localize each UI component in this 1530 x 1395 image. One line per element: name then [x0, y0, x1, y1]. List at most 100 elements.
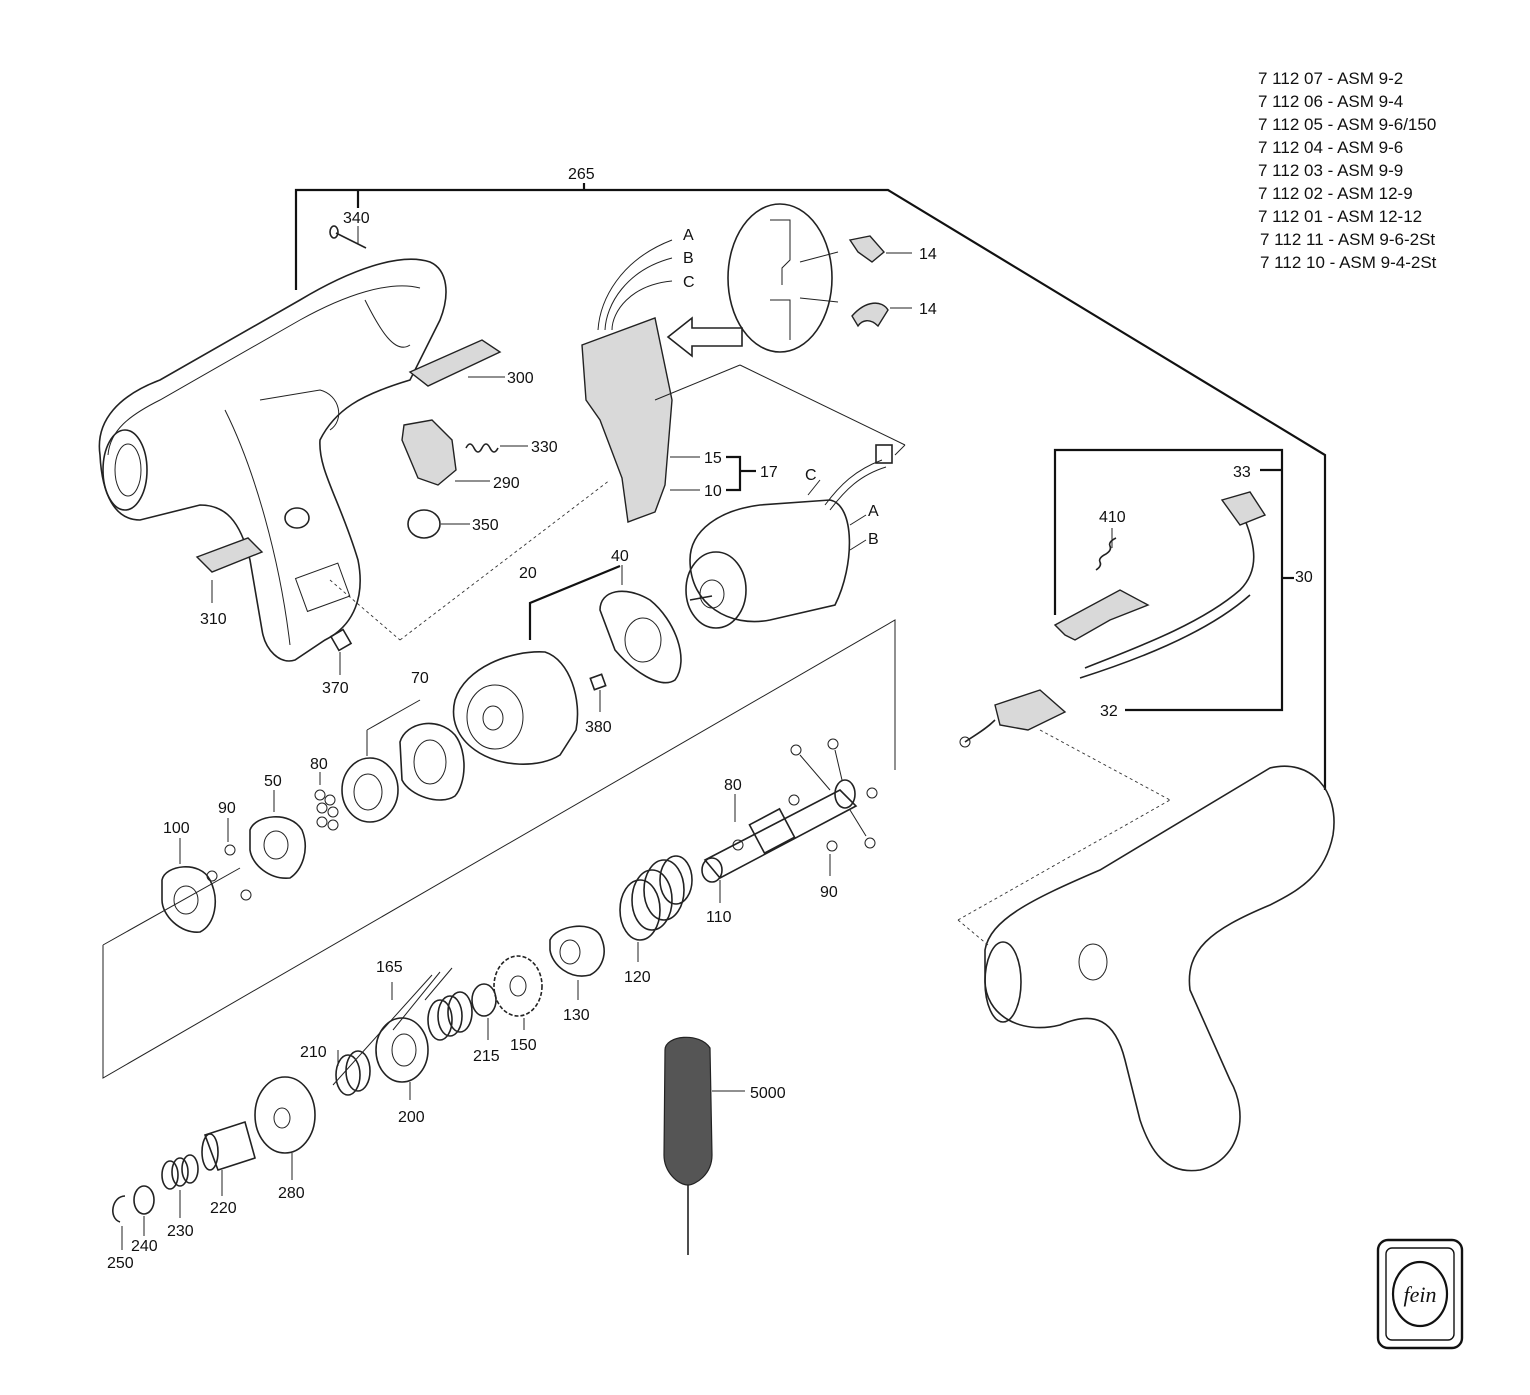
- part-350-oring: [407, 509, 470, 539]
- model-entry: 7 112 03 - ASM 9-9: [1258, 161, 1403, 180]
- bracket-265: [294, 183, 1327, 790]
- part-210-spring: [335, 1050, 371, 1096]
- part-250-clip: [112, 1195, 126, 1250]
- callout: 240: [131, 1238, 158, 1255]
- callout: 300: [507, 370, 534, 387]
- callout: 33: [1233, 464, 1251, 481]
- callout: 30: [1295, 569, 1313, 586]
- callout: 10: [704, 483, 722, 500]
- part-130-cam: [549, 925, 605, 1000]
- callout: 200: [398, 1109, 425, 1126]
- callout: C: [683, 274, 695, 291]
- part-280-washer: [254, 1076, 316, 1180]
- callout: A: [683, 227, 694, 244]
- callout: B: [683, 250, 694, 267]
- part-14-contact-upper: [848, 235, 912, 263]
- part-50-carrier: [249, 790, 306, 879]
- part-220-sleeve: [201, 1120, 256, 1196]
- part-110-spindle: [701, 738, 878, 903]
- fein-logo: fein: [1376, 1238, 1464, 1350]
- part-5000-screwdriver: [663, 1036, 745, 1255]
- part-150-gear: [493, 955, 543, 1030]
- callout: A: [868, 503, 879, 520]
- callout: 110: [706, 909, 732, 926]
- part-40-flange: [599, 565, 682, 684]
- model-entry: 7 112 10 - ASM 9-4-2St: [1260, 253, 1437, 272]
- callout: 100: [163, 820, 190, 837]
- part-80-balls: [314, 772, 339, 831]
- part-340-screw: [329, 225, 367, 249]
- part-240-washer: [133, 1185, 155, 1236]
- housing-half-left: [98, 258, 447, 662]
- callout: 17: [760, 464, 778, 481]
- callout: B: [868, 531, 879, 548]
- callout: 90: [820, 884, 838, 901]
- part-80-needle-bearing: [341, 757, 399, 823]
- part-300-pad: [408, 339, 505, 387]
- callout: 380: [585, 719, 612, 736]
- callout: 120: [624, 969, 651, 986]
- part-380-screw: [589, 673, 607, 712]
- callout: 330: [531, 439, 558, 456]
- callout: 90: [218, 800, 236, 817]
- callout: C: [805, 467, 817, 484]
- callout: 70: [411, 670, 429, 687]
- part-14-contact-lower: [851, 302, 912, 328]
- callout: 370: [322, 680, 349, 697]
- complete-tool-housing: [957, 765, 1335, 1172]
- callout: 150: [510, 1037, 537, 1054]
- part-230-spring: [161, 1154, 199, 1218]
- callout: 20: [519, 565, 537, 582]
- logo-wordmark: fein: [1404, 1282, 1437, 1307]
- model-entry: 7 112 02 - ASM 12-9: [1258, 184, 1413, 203]
- part-70-ring-gear: [366, 699, 465, 801]
- part-20-gear-housing: [452, 564, 621, 765]
- model-entry: 7 112 01 - ASM 12-12: [1258, 207, 1422, 226]
- part-370-pin: [329, 628, 353, 675]
- callout: 410: [1099, 509, 1126, 526]
- callout: 310: [200, 611, 227, 628]
- part-200-bearing: [375, 1017, 429, 1100]
- model-entry: 7 112 11 - ASM 9-6-2St: [1260, 230, 1435, 249]
- model-entry: 7 112 05 - ASM 9-6/150: [1258, 115, 1436, 134]
- callout: 14: [919, 301, 937, 318]
- assembly-frame: [102, 479, 896, 1079]
- part-32-switch: [959, 689, 1171, 801]
- model-list: 7 112 07 - ASM 9-2 7 112 06 - ASM 9-4 7 …: [1258, 69, 1437, 272]
- model-entry: 7 112 06 - ASM 9-4: [1258, 92, 1403, 111]
- callout: 280: [278, 1185, 305, 1202]
- callout: 340: [343, 210, 370, 227]
- part-120-spring: [619, 855, 693, 962]
- callout: 230: [167, 1223, 194, 1240]
- callout: 50: [264, 773, 282, 790]
- switch-detail-circle: [727, 203, 839, 353]
- part-trigger-cable: [1053, 491, 1267, 679]
- callout: 210: [300, 1044, 327, 1061]
- callout: 14: [919, 246, 937, 263]
- model-entry: 7 112 07 - ASM 9-2: [1258, 69, 1403, 88]
- part-100-collar: [161, 818, 252, 933]
- callout: 220: [210, 1200, 237, 1217]
- part-330-spring: [465, 443, 528, 453]
- part-15-circuit-board: [581, 239, 756, 523]
- callout: 80: [724, 777, 742, 794]
- part-290-switch: [401, 419, 490, 486]
- part-215-circlip: [471, 983, 497, 1040]
- bracket-30: [1053, 448, 1294, 712]
- callout: 15: [704, 450, 722, 467]
- callout: 215: [473, 1048, 500, 1065]
- callout: 165: [376, 959, 403, 976]
- callout: 290: [493, 475, 520, 492]
- group-165: [332, 967, 473, 1086]
- callout: 5000: [750, 1085, 786, 1102]
- part-310-pad: [195, 537, 264, 603]
- callout: 250: [107, 1255, 134, 1272]
- part-motor: [654, 364, 906, 629]
- callout-labels: 265 340 300 330 290 350 310 370 A B C 14…: [107, 166, 1313, 1272]
- callout: 130: [563, 1007, 590, 1024]
- callout: 80: [310, 756, 328, 773]
- detail-arrow: [666, 316, 743, 358]
- callout: 32: [1100, 703, 1118, 720]
- callout: 40: [611, 548, 629, 565]
